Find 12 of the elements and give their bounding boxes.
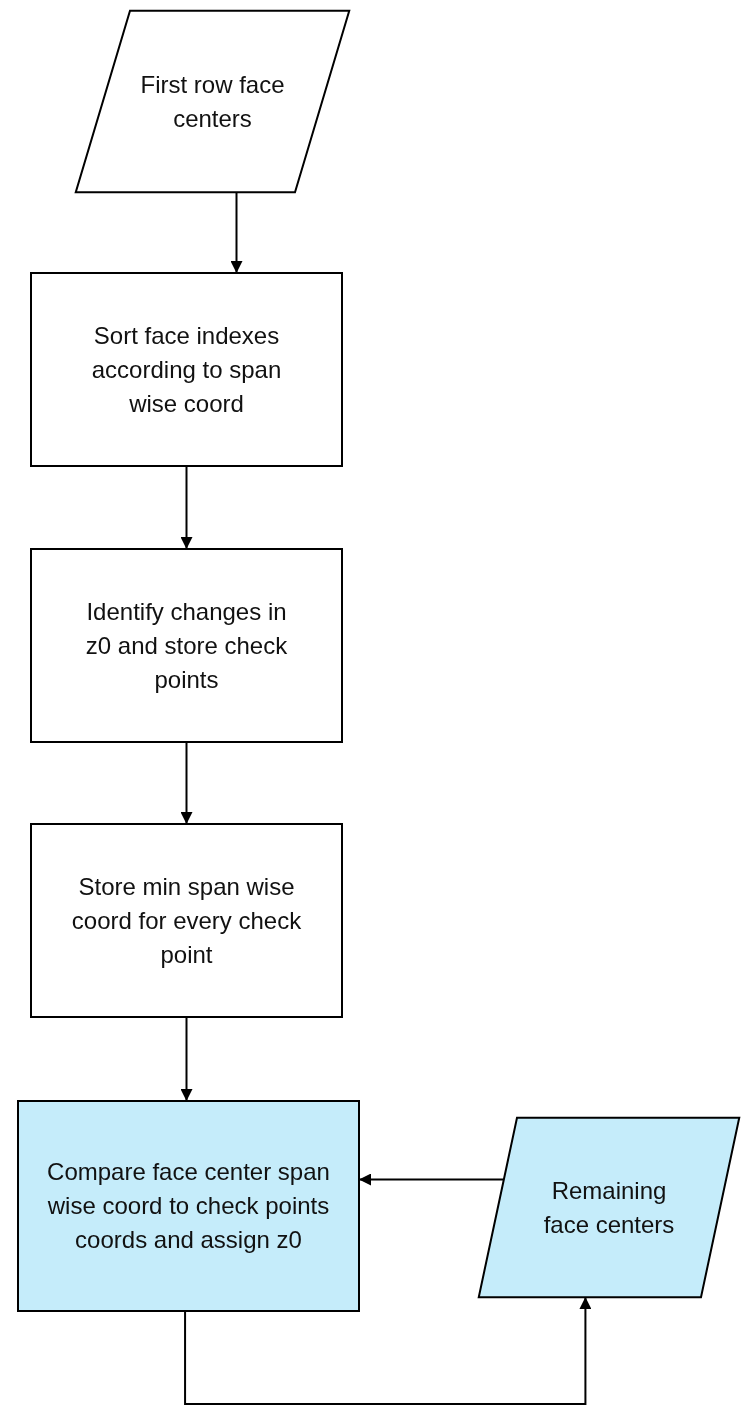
step-label: Remaining face centers	[542, 1175, 676, 1240]
arrow	[230, 192, 243, 273]
step-label: Compare face center span wise coord to check points coords and assign z0	[46, 1157, 331, 1255]
step-label: Identify changes in z0 and store check points	[84, 596, 289, 695]
arrow	[180, 466, 193, 549]
step-label: Sort face indexes according to span wise coord	[90, 320, 283, 419]
arrow	[359, 1173, 505, 1186]
step-label: Store min span wise coord for every check point	[70, 871, 303, 970]
arrow	[184, 1297, 592, 1405]
arrow	[180, 742, 193, 824]
step-label: First row face centers	[139, 69, 286, 134]
arrow	[180, 1017, 193, 1101]
